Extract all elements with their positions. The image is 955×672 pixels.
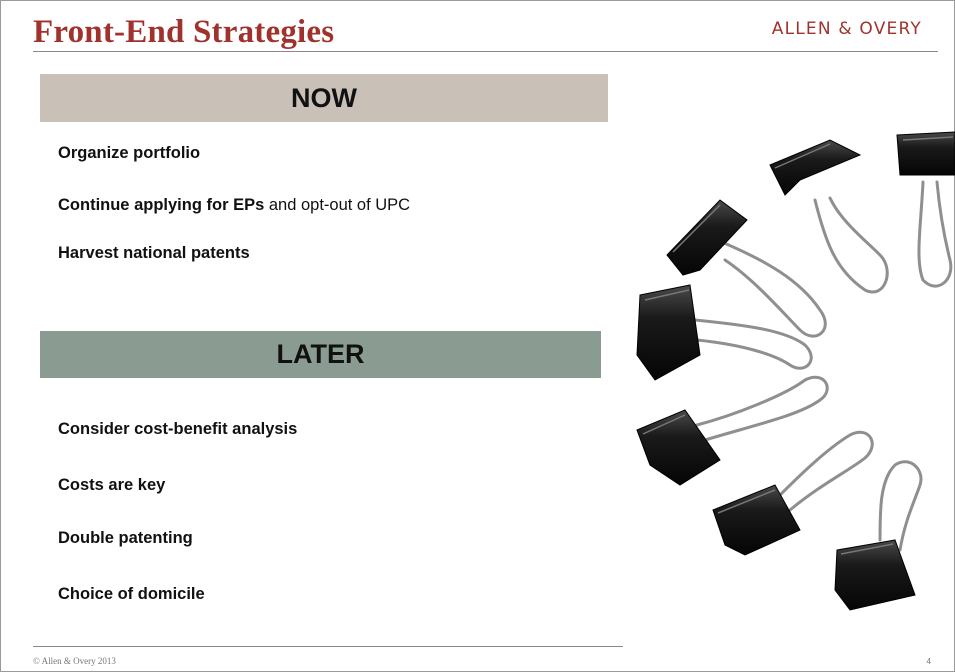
now-heading: NOW — [291, 82, 357, 113]
now-heading-band: NOW — [40, 74, 608, 122]
later-item-3: Double patenting — [58, 529, 193, 547]
title-divider — [33, 51, 938, 52]
now-item-2: Continue applying for EPs and opt-out of… — [58, 196, 411, 214]
brand-logo: ALLEN & OVERY — [771, 19, 922, 39]
later-heading-band: LATER — [40, 331, 601, 378]
now-item-3: Harvest national patents — [58, 244, 250, 262]
later-heading: LATER — [276, 339, 365, 369]
later-item-4: Choice of domicile — [58, 585, 205, 603]
copyright-text: © Allen & Overy 2013 — [33, 656, 116, 666]
later-item-2: Costs are key — [58, 476, 166, 494]
slide-title: Front-End Strategies — [33, 14, 335, 50]
footer-divider — [33, 646, 623, 647]
later-item-1: Consider cost-benefit analysis — [58, 420, 298, 438]
now-item-1: Organize portfolio — [58, 144, 201, 162]
binder-clips-photo — [636, 131, 955, 611]
page-number: 4 — [926, 657, 931, 666]
